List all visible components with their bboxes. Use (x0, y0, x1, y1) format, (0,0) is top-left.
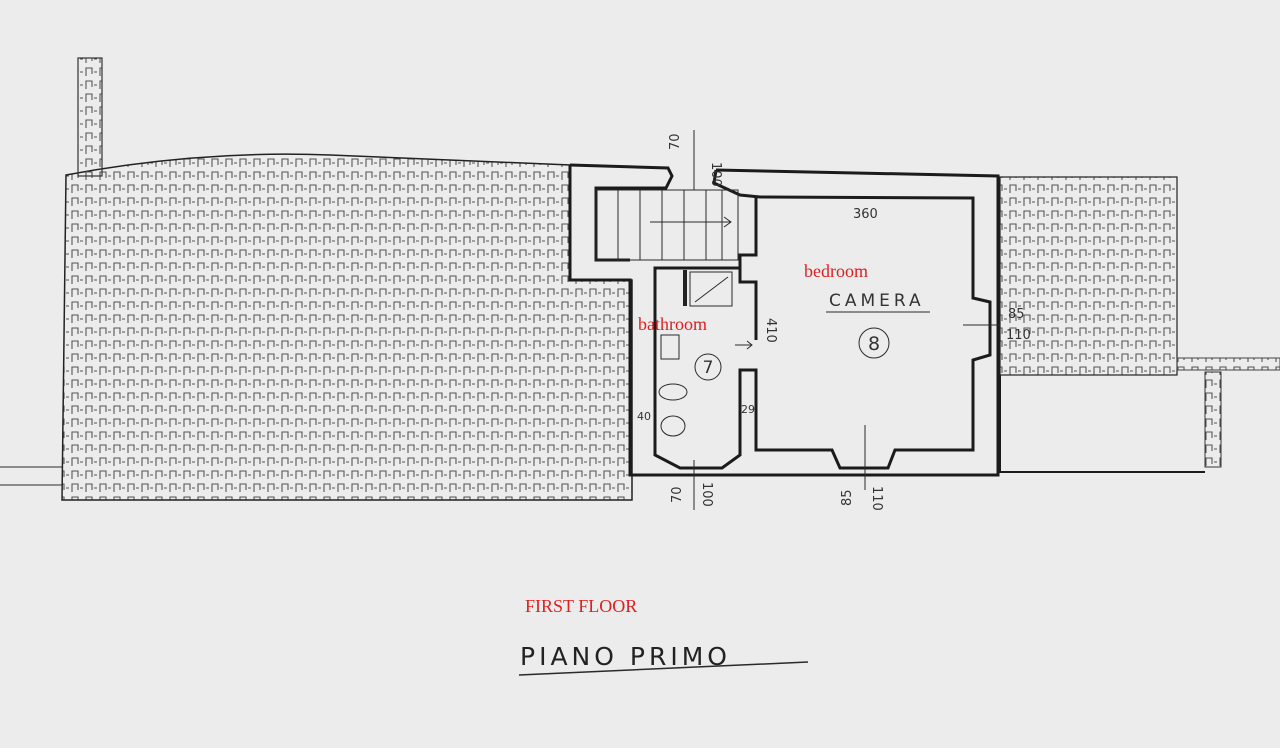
room-name-camera: CAMERA (829, 291, 925, 311)
sink-icon (660, 334, 680, 360)
staircase (595, 189, 739, 261)
dim-bath-wall-b: 29 (741, 403, 755, 416)
dim-bottom-window2-b: 110 (869, 486, 884, 511)
bidet-icon (660, 415, 686, 437)
chimney (77, 57, 103, 177)
dim-bottom-window-b: 100 (699, 482, 714, 507)
dim-bedroom-width: 360 (853, 207, 878, 222)
dim-bedroom-depth: 410 (763, 318, 778, 343)
roof-hatched-area-right (999, 176, 1280, 473)
dim-top-window-b: 100 (708, 162, 723, 187)
dim-bottom-window2-a: 85 (840, 489, 855, 506)
plan-title: PIANO PRIMO (520, 642, 731, 671)
dim-bath-wall-a: 40 (637, 410, 651, 423)
label-bedroom: bedroom (804, 261, 868, 281)
dimension-labels: 70 100 360 410 85 110 40 29 70 100 85 11… (637, 133, 1031, 510)
stair-arrow-icon (650, 216, 732, 228)
bathroom-fixtures: 7 (658, 270, 753, 437)
dim-bottom-window-a: 70 (670, 486, 685, 503)
toilet-icon (658, 383, 688, 401)
building-walls (568, 163, 1000, 477)
dim-right-window-b: 110 (1006, 328, 1031, 343)
shower-icon (689, 271, 733, 307)
door-arrow-icon (735, 340, 753, 350)
dim-top-window-a: 70 (668, 133, 683, 150)
roof-hatched-area-left (0, 57, 633, 501)
label-bathroom: bathroom (638, 314, 707, 334)
room-number-8: 8 (868, 333, 880, 355)
room-number-7: 7 (703, 358, 714, 378)
dim-right-window-a: 85 (1008, 307, 1025, 322)
label-first-floor: FIRST FLOOR (525, 596, 637, 616)
bedroom: 8 CAMERA (826, 291, 1000, 490)
title-underline (518, 661, 809, 676)
